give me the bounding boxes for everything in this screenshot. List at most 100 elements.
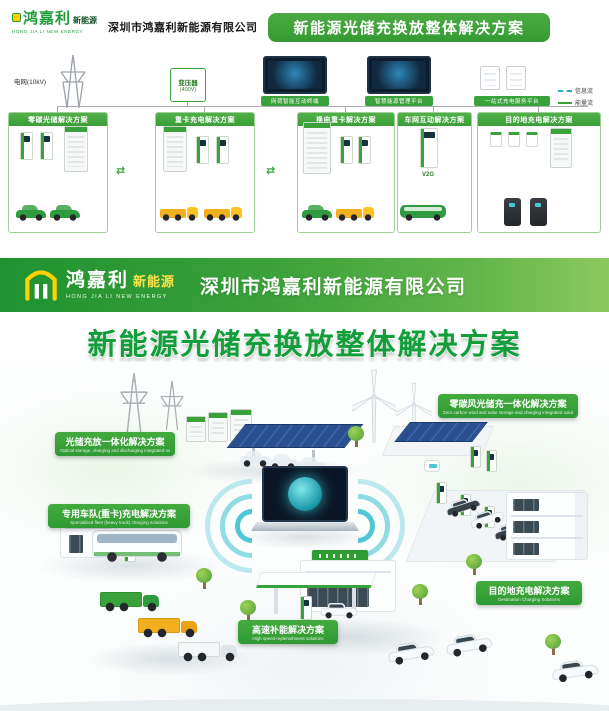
building-floor-line (511, 537, 583, 539)
solution-label-en: Zero carbon wind and solar storage and c… (443, 410, 573, 415)
truck-illustration (160, 204, 198, 221)
connector-line (187, 102, 188, 106)
building-window (513, 499, 539, 511)
car-illustration (302, 205, 332, 221)
solution-label-highway: 高速补能解决方案 High speed replenishment soluti… (238, 620, 338, 644)
company-name: 深圳市鸿嘉利新能源有限公司 (200, 277, 467, 298)
charging-pile-icon (216, 136, 229, 164)
banner-title: 新能源光储充换放整体解决方案 (268, 13, 550, 42)
car-body (551, 663, 599, 681)
gateway-device-icon (506, 66, 526, 90)
car-illustration (240, 451, 270, 467)
flow-arrow-icon: ⇄ (266, 165, 276, 177)
legend-row: 信息流 (558, 86, 593, 95)
building-floor-line (511, 515, 583, 517)
main-title: 新能源光储充换放整体解决方案 (87, 329, 522, 361)
home-battery-icon (530, 198, 547, 226)
management-platform-screen-icon (367, 56, 431, 94)
cutaway-building (506, 492, 588, 560)
car-body (16, 210, 46, 218)
device-label: 网荷智能互动终端 (261, 96, 329, 106)
solution-label-en: Optical storage, charging and dischargin… (60, 448, 170, 453)
brand-band: 鸿嘉利 新能源 HONG JIA LI NEW ENERGY 深圳市鸿嘉利新能源… (0, 258, 609, 312)
solution-label-destination: 目的地充电解决方案 Destination Charging Solutions (476, 581, 582, 605)
charging-pile-icon (20, 132, 33, 160)
brand-text-block: 鸿嘉利 新能源 HONG JIA LI NEW ENERGY (66, 265, 175, 300)
gateway-device-icon (480, 66, 500, 90)
globe-icon (288, 477, 322, 511)
solution-title: 目的地充电解决方案 (478, 113, 600, 126)
device-label: 智慧能源管理平台 (365, 96, 433, 106)
solar-array-panel (394, 422, 488, 442)
transformer-label: 变压器 (178, 80, 198, 87)
charging-pile-icon (470, 446, 481, 468)
connector-line (538, 106, 539, 112)
car-illustration (551, 657, 599, 684)
car-body (445, 637, 493, 655)
building-door (69, 535, 83, 553)
tree-icon (196, 568, 212, 589)
logo-mark-icon (12, 13, 21, 22)
truck-bed (204, 209, 230, 218)
legend-label: 能量流 (575, 101, 594, 107)
heavy-truck-illustration (138, 612, 202, 639)
solution-label-zh: 高速补能解决方案 (251, 625, 324, 635)
canopy-pillar (352, 588, 356, 614)
bus-windows (404, 207, 442, 211)
tree-icon (466, 554, 482, 575)
car-illustration (445, 630, 494, 659)
car-body (302, 210, 332, 218)
energy-flow-line-icon (558, 101, 572, 104)
charging-pile-icon (300, 596, 312, 620)
bus-windows (97, 534, 177, 543)
bus-line (58, 106, 588, 107)
connector-line (345, 106, 346, 112)
solution-title: 零碳光储解决方案 (9, 113, 107, 126)
solution-label-en: High speed replenishment solutions (252, 636, 324, 641)
car-illustration (16, 205, 46, 221)
power-cabinet-icon (303, 122, 331, 174)
storage-cabinet-icon (208, 412, 228, 442)
solution-label-fleet-truck: 专用车队(重卡)充电解决方案 Specialized fleet (heavy … (48, 504, 190, 528)
monitoring-screen-icon (263, 56, 327, 94)
laptop-base (251, 522, 359, 531)
truck-bed (336, 209, 362, 218)
truck-box (178, 642, 220, 657)
brand-logo-row: 鸿嘉利 新能源 (12, 7, 112, 28)
solution-title: 车网互动解决方案 (398, 113, 471, 126)
v2g-charger-icon (420, 128, 438, 168)
brand-row: 鸿嘉利 新能源 (66, 265, 175, 292)
truck-bed (160, 209, 186, 218)
building-window (513, 521, 539, 533)
brand-subname: 新能源 (133, 274, 176, 289)
top-panel: 鸿嘉利 新能源 HONG JIA LI NEW ENERGY 深圳市鸿嘉利新能源… (0, 0, 609, 258)
tree-icon (545, 634, 561, 655)
heavy-truck-illustration (178, 636, 242, 663)
bus-illustration (400, 205, 446, 221)
charging-pile-icon (486, 450, 497, 472)
tree-icon (240, 600, 256, 621)
solution-label-en: Destination Charging Solutions (498, 597, 560, 602)
solar-carport-panel (226, 424, 364, 448)
brand-name: 鸿嘉利 (66, 270, 130, 291)
laptop-screen (262, 466, 348, 522)
building-floor-line (305, 571, 391, 573)
connector-line (57, 106, 58, 112)
charging-pile-icon (40, 132, 53, 160)
solution-label-zh: 专用车队(重卡)充电解决方案 (62, 509, 176, 519)
truck-illustration (336, 204, 374, 221)
car-body (320, 607, 358, 616)
wind-turbine-icon (352, 369, 396, 443)
charging-pile-icon (196, 136, 209, 164)
brand-subname: 新能源 (73, 16, 98, 25)
solution-label-en: Specialized fleet (heavy truck) charging… (70, 520, 168, 525)
flow-legend: 信息流 能量流 (558, 86, 593, 110)
charging-pile-icon (340, 136, 353, 164)
heavy-truck-illustration (100, 586, 164, 613)
truck-box (138, 618, 180, 633)
transformer-voltage: (400V) (179, 87, 197, 93)
carport-post (312, 450, 315, 462)
car-illustration (50, 205, 80, 221)
wallbox-charger-icon (526, 132, 538, 147)
